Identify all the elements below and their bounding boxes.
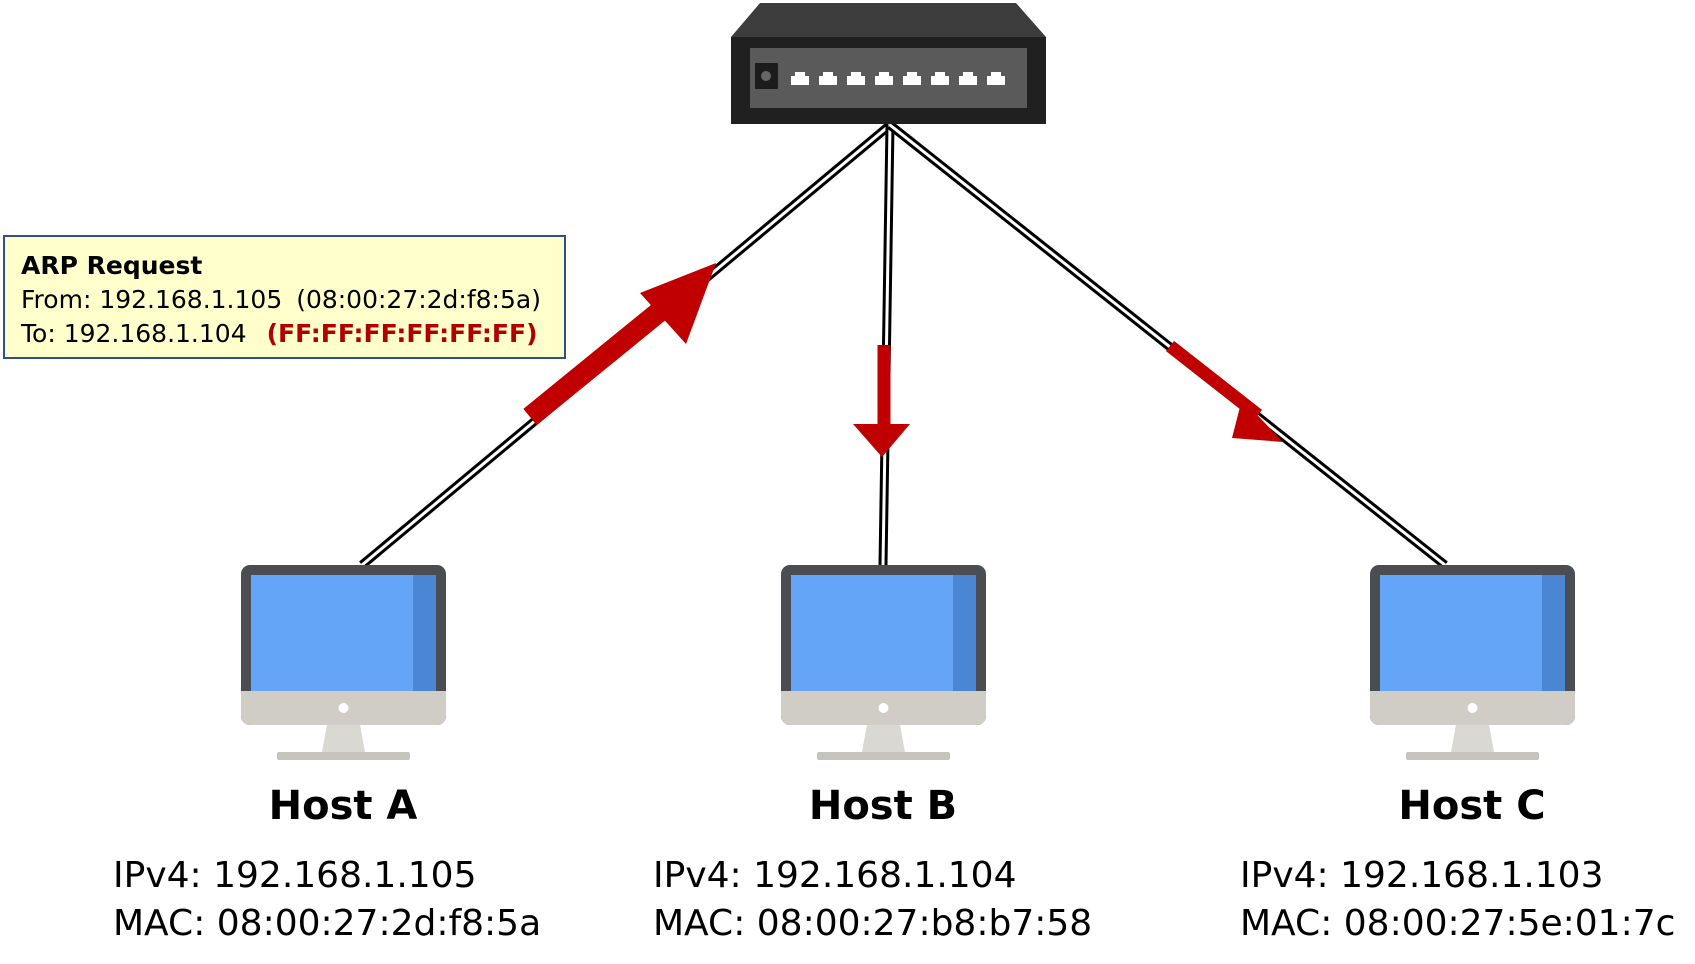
cable-to-host-c [887, 121, 1448, 569]
host-a-monitor-icon [241, 565, 446, 760]
arrow-switch-to-host-c [1165, 340, 1283, 442]
host-a-ipv4: IPv4: 192.168.1.105 [113, 855, 477, 896]
arp-from-line: From: 192.168.1.105 (08:00:27:2d:f8:5a) [21, 283, 550, 317]
host-b-monitor-icon [781, 565, 986, 760]
host-c-monitor-icon [1370, 565, 1575, 760]
arp-to-mac: (FF:FF:FF:FF:FF:FF) [266, 319, 538, 348]
host-c-name: Host C [1398, 783, 1546, 829]
arrow-switch-to-host-b [853, 345, 910, 457]
arp-request-note: ARP Request From: 192.168.1.105 (08:00:2… [3, 235, 566, 359]
host-b-info: IPv4: 192.168.1.104 MAC: 08:00:27:b8:b7:… [653, 852, 1092, 948]
host-b-name: Host B [808, 783, 958, 829]
host-b-mac: MAC: 08:00:27:b8:b7:58 [653, 903, 1093, 944]
host-a-mac: MAC: 08:00:27:2d:f8:5a [113, 903, 542, 944]
host-c-info: IPv4: 192.168.1.103 MAC: 08:00:27:5e:01:… [1240, 852, 1675, 948]
arp-to-line: To: 192.168.1.104 (FF:FF:FF:FF:FF:FF) [21, 317, 550, 351]
host-c-mac: MAC: 08:00:27:5e:01:7c [1240, 903, 1676, 944]
arrow-host-a-to-switch [523, 263, 716, 426]
host-a-name: Host A [268, 783, 418, 829]
arp-from-label: From: [21, 285, 92, 314]
host-c-ipv4: IPv4: 192.168.1.103 [1240, 855, 1604, 896]
arp-to-ip: 192.168.1.104 [63, 319, 247, 348]
arp-from-ip: 192.168.1.105 [99, 285, 283, 314]
host-a-info: IPv4: 192.168.1.105 MAC: 08:00:27:2d:f8:… [113, 852, 541, 948]
arp-to-label: To: [21, 319, 56, 348]
host-b-ipv4: IPv4: 192.168.1.104 [653, 855, 1017, 896]
arp-request-title: ARP Request [21, 251, 203, 280]
arp-from-mac: (08:00:27:2d:f8:5a) [296, 285, 541, 314]
network-switch-icon [731, 3, 1046, 124]
